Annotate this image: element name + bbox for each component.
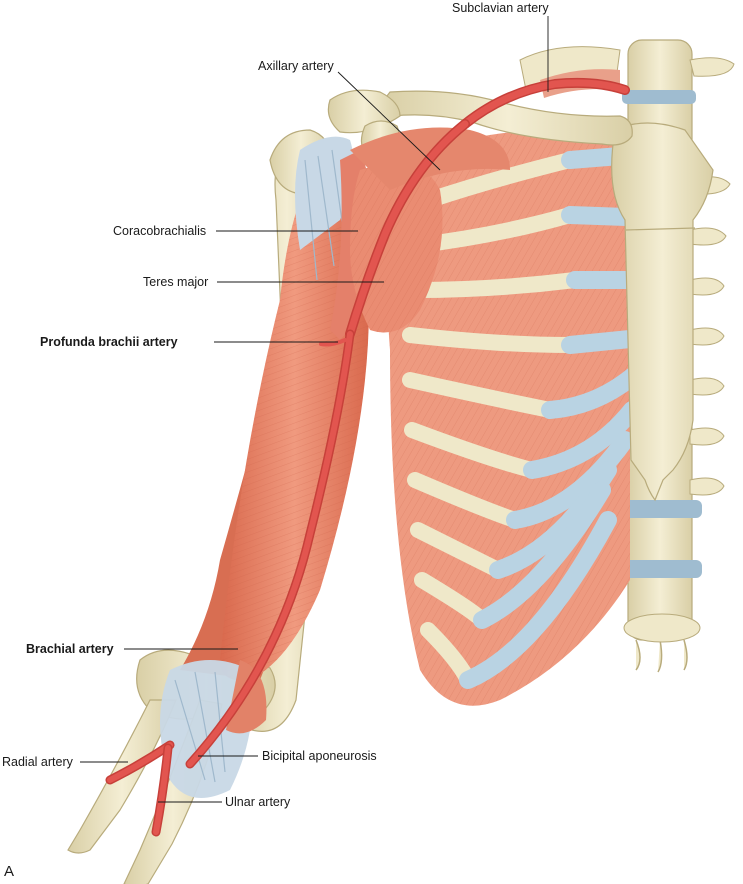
arteries xyxy=(105,77,630,837)
label-profunda-brachii-artery: Profunda brachii artery xyxy=(40,335,178,349)
leader-lines xyxy=(80,16,549,803)
arm-muscles xyxy=(160,127,510,798)
label-subclavian-artery: Subclavian artery xyxy=(452,1,549,15)
label-ulnar-artery: Ulnar artery xyxy=(225,795,291,809)
label-teres-major: Teres major xyxy=(143,275,208,289)
label-coracobrachialis: Coracobrachialis xyxy=(113,224,206,238)
profunda-brachii-branch xyxy=(319,338,347,347)
rib-cage xyxy=(388,122,714,706)
label-brachial-artery: Brachial artery xyxy=(26,642,114,656)
label-radial-artery: Radial artery xyxy=(2,755,74,769)
labels: Subclavian artery Axillary artery Coraco… xyxy=(2,1,549,880)
label-bicipital-aponeurosis: Bicipital aponeurosis xyxy=(262,749,377,763)
panel-letter: A xyxy=(4,863,14,880)
sternum xyxy=(611,122,714,502)
label-axillary-artery: Axillary artery xyxy=(258,59,334,73)
